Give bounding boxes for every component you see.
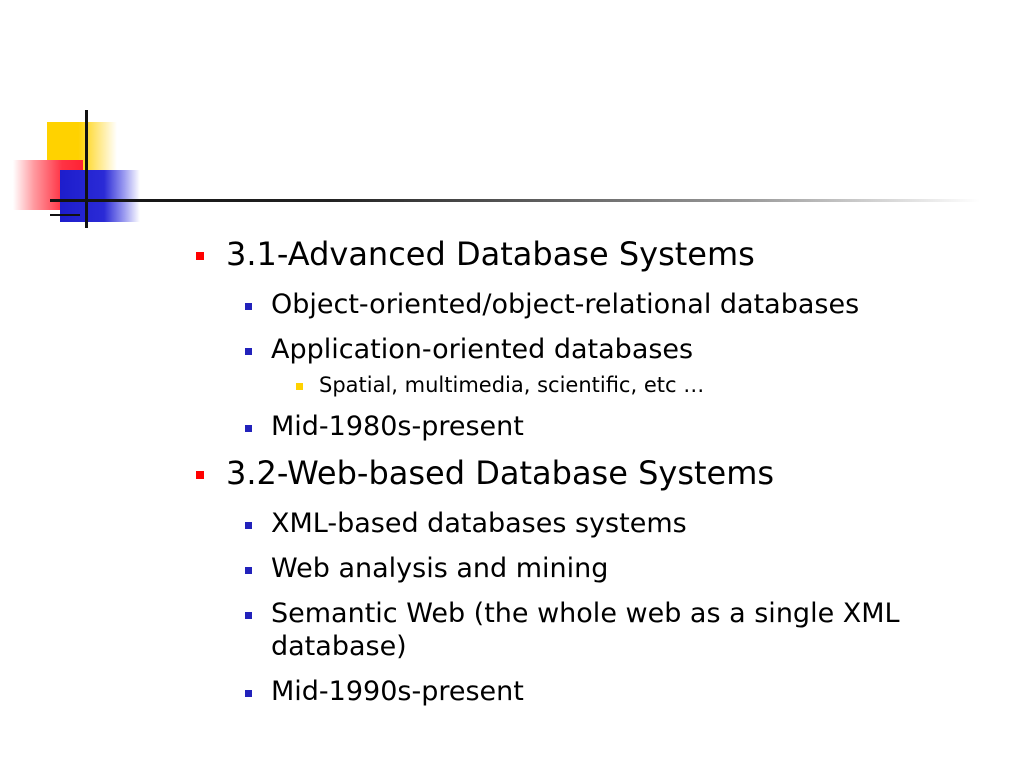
list-item: XML-based databases systems xyxy=(245,507,996,540)
square-bullet-icon xyxy=(296,383,303,390)
blue-square-decoration xyxy=(60,170,140,222)
list-item: Mid-1990s-present xyxy=(245,675,996,708)
list-item-text: Application-oriented databases xyxy=(271,334,694,365)
list-item: Web analysis and mining xyxy=(245,552,996,585)
section-title: 3.1-Advanced Database Systems xyxy=(226,235,755,273)
list-item-text: Object-oriented/object-relational databa… xyxy=(271,289,860,320)
section-title: 3.2-Web-based Database Systems xyxy=(226,454,775,492)
square-bullet-icon xyxy=(245,690,252,697)
section-heading: 3.2-Web-based Database Systems xyxy=(196,451,996,495)
list-item: Application-oriented databases xyxy=(245,333,996,366)
list-item-text: Web analysis and mining xyxy=(271,553,609,584)
square-bullet-icon xyxy=(245,567,252,574)
square-bullet-icon xyxy=(245,348,252,355)
square-bullet-icon xyxy=(196,252,204,260)
list-item-text: Mid-1990s-present xyxy=(271,676,524,707)
list-item: Object-oriented/object-relational databa… xyxy=(245,288,996,321)
sub-list-item-text: Spatial, multimedia, scientific, etc … xyxy=(319,373,705,397)
list-item-text: Semantic Web (the whole web as a single … xyxy=(271,598,900,662)
square-bullet-icon xyxy=(245,612,252,619)
square-bullet-icon xyxy=(245,425,252,432)
vertical-rule-decoration xyxy=(85,110,88,228)
square-bullet-icon xyxy=(245,303,252,310)
section-heading: 3.1-Advanced Database Systems xyxy=(196,232,996,276)
list-item: Semantic Web (the whole web as a single … xyxy=(245,597,996,663)
square-bullet-icon xyxy=(245,522,252,529)
list-item-text: XML-based databases systems xyxy=(271,508,687,539)
short-rule-decoration xyxy=(50,214,80,216)
bullet-list: 3.1-Advanced Database Systems Object-ori… xyxy=(196,230,996,708)
sub-list-item: Spatial, multimedia, scientific, etc … xyxy=(296,372,996,398)
list-item-text: Mid-1980s-present xyxy=(271,411,524,442)
square-bullet-icon xyxy=(196,471,204,479)
horizontal-rule-decoration xyxy=(50,199,980,202)
list-item: Mid-1980s-present xyxy=(245,410,996,443)
